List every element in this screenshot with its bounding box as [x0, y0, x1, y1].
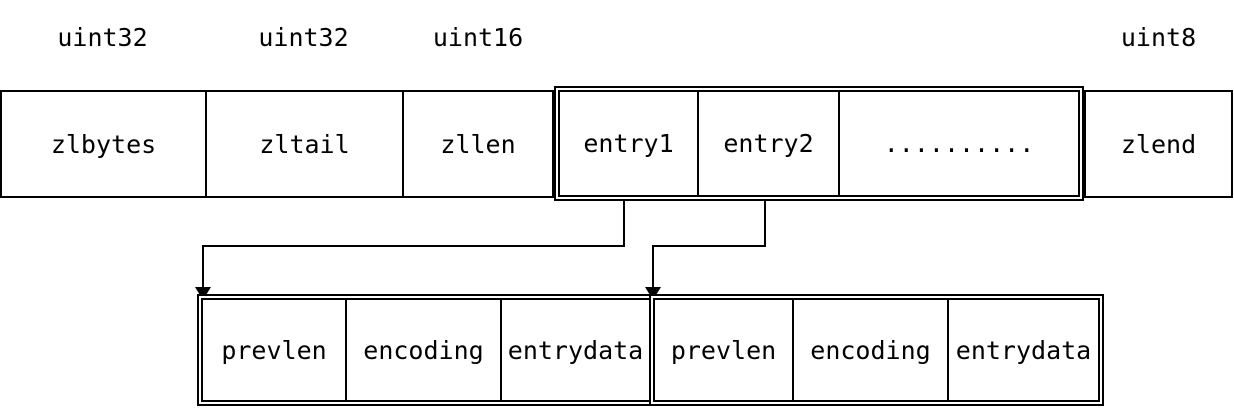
connector-entry2-horizontal	[652, 245, 766, 247]
cell-entry2-prevlen: prevlen	[670, 335, 777, 365]
type-label-uint32-zlbytes: uint32	[57, 23, 148, 52]
cell-zlend-box: zlend	[1084, 90, 1233, 198]
connector-entry2-drop	[764, 200, 766, 247]
type-label-uint16-zllen: uint16	[432, 23, 524, 52]
cell-more-entries: ..........	[838, 92, 1078, 195]
type-label-uint8-zlend: uint8	[1120, 23, 1197, 52]
cell-entry1: entry1	[583, 129, 674, 158]
entries-group: entry1 entry2 ..........	[554, 86, 1084, 201]
cell-zlbytes: zlbytes	[50, 129, 157, 159]
cell-entry2: entry2	[697, 92, 838, 195]
connector-entry1-drop	[623, 200, 625, 247]
cell-entry2-entrydata: entrydata	[947, 300, 1098, 400]
cell-entry1-entrydata: entrydata	[500, 300, 649, 400]
connector-entry2-descent	[652, 245, 654, 289]
connector-entry1-descent	[202, 245, 204, 289]
cell-entry1-encoding: encoding	[345, 300, 500, 400]
connector-entry1-horizontal	[202, 245, 625, 247]
cell-entry1-prevlen: prevlen	[221, 335, 327, 365]
cell-zllen: zllen	[402, 92, 552, 196]
ziplist-header-row: zlbytes zltail zllen	[0, 90, 554, 198]
entry2-detail-group: prevlen encoding entrydata	[649, 294, 1104, 406]
type-label-uint32-zltail: uint32	[258, 23, 349, 52]
entry1-detail-group: prevlen encoding entrydata	[197, 294, 655, 406]
cell-zltail: zltail	[205, 92, 402, 196]
cell-zlend: zlend	[1120, 129, 1197, 159]
cell-entry2-encoding: encoding	[792, 300, 947, 400]
